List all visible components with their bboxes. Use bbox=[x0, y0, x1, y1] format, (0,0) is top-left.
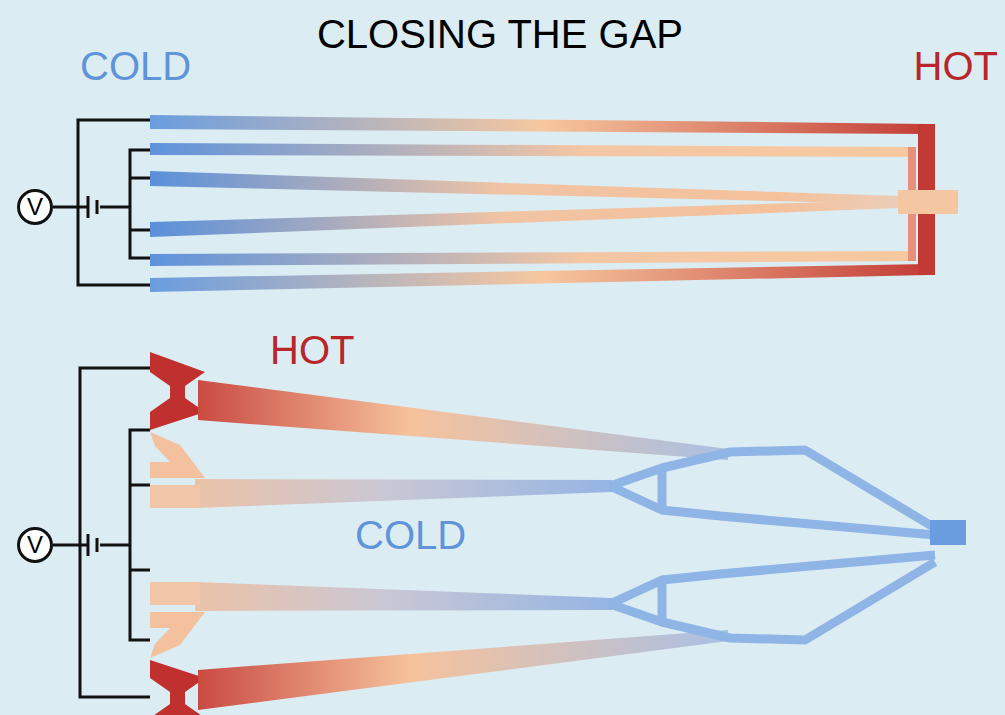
voltmeter-circle: V bbox=[17, 527, 53, 563]
top-wiring bbox=[53, 120, 150, 285]
voltmeter-symbol: V bbox=[17, 189, 53, 225]
diagram-title: CLOSING THE GAP bbox=[317, 14, 683, 54]
bottom-wiring bbox=[53, 368, 150, 697]
bottom-tip bbox=[930, 520, 966, 545]
temperature-label: COLD bbox=[80, 46, 191, 86]
top-actuator bbox=[150, 115, 958, 292]
temperature-label: HOT bbox=[270, 330, 354, 370]
voltmeter-symbol: V bbox=[17, 527, 53, 563]
temperature-label: HOT bbox=[914, 46, 998, 86]
voltmeter-circle: V bbox=[17, 189, 53, 225]
bottom-actuator-half bbox=[150, 352, 935, 535]
temperature-label: COLD bbox=[355, 515, 466, 555]
